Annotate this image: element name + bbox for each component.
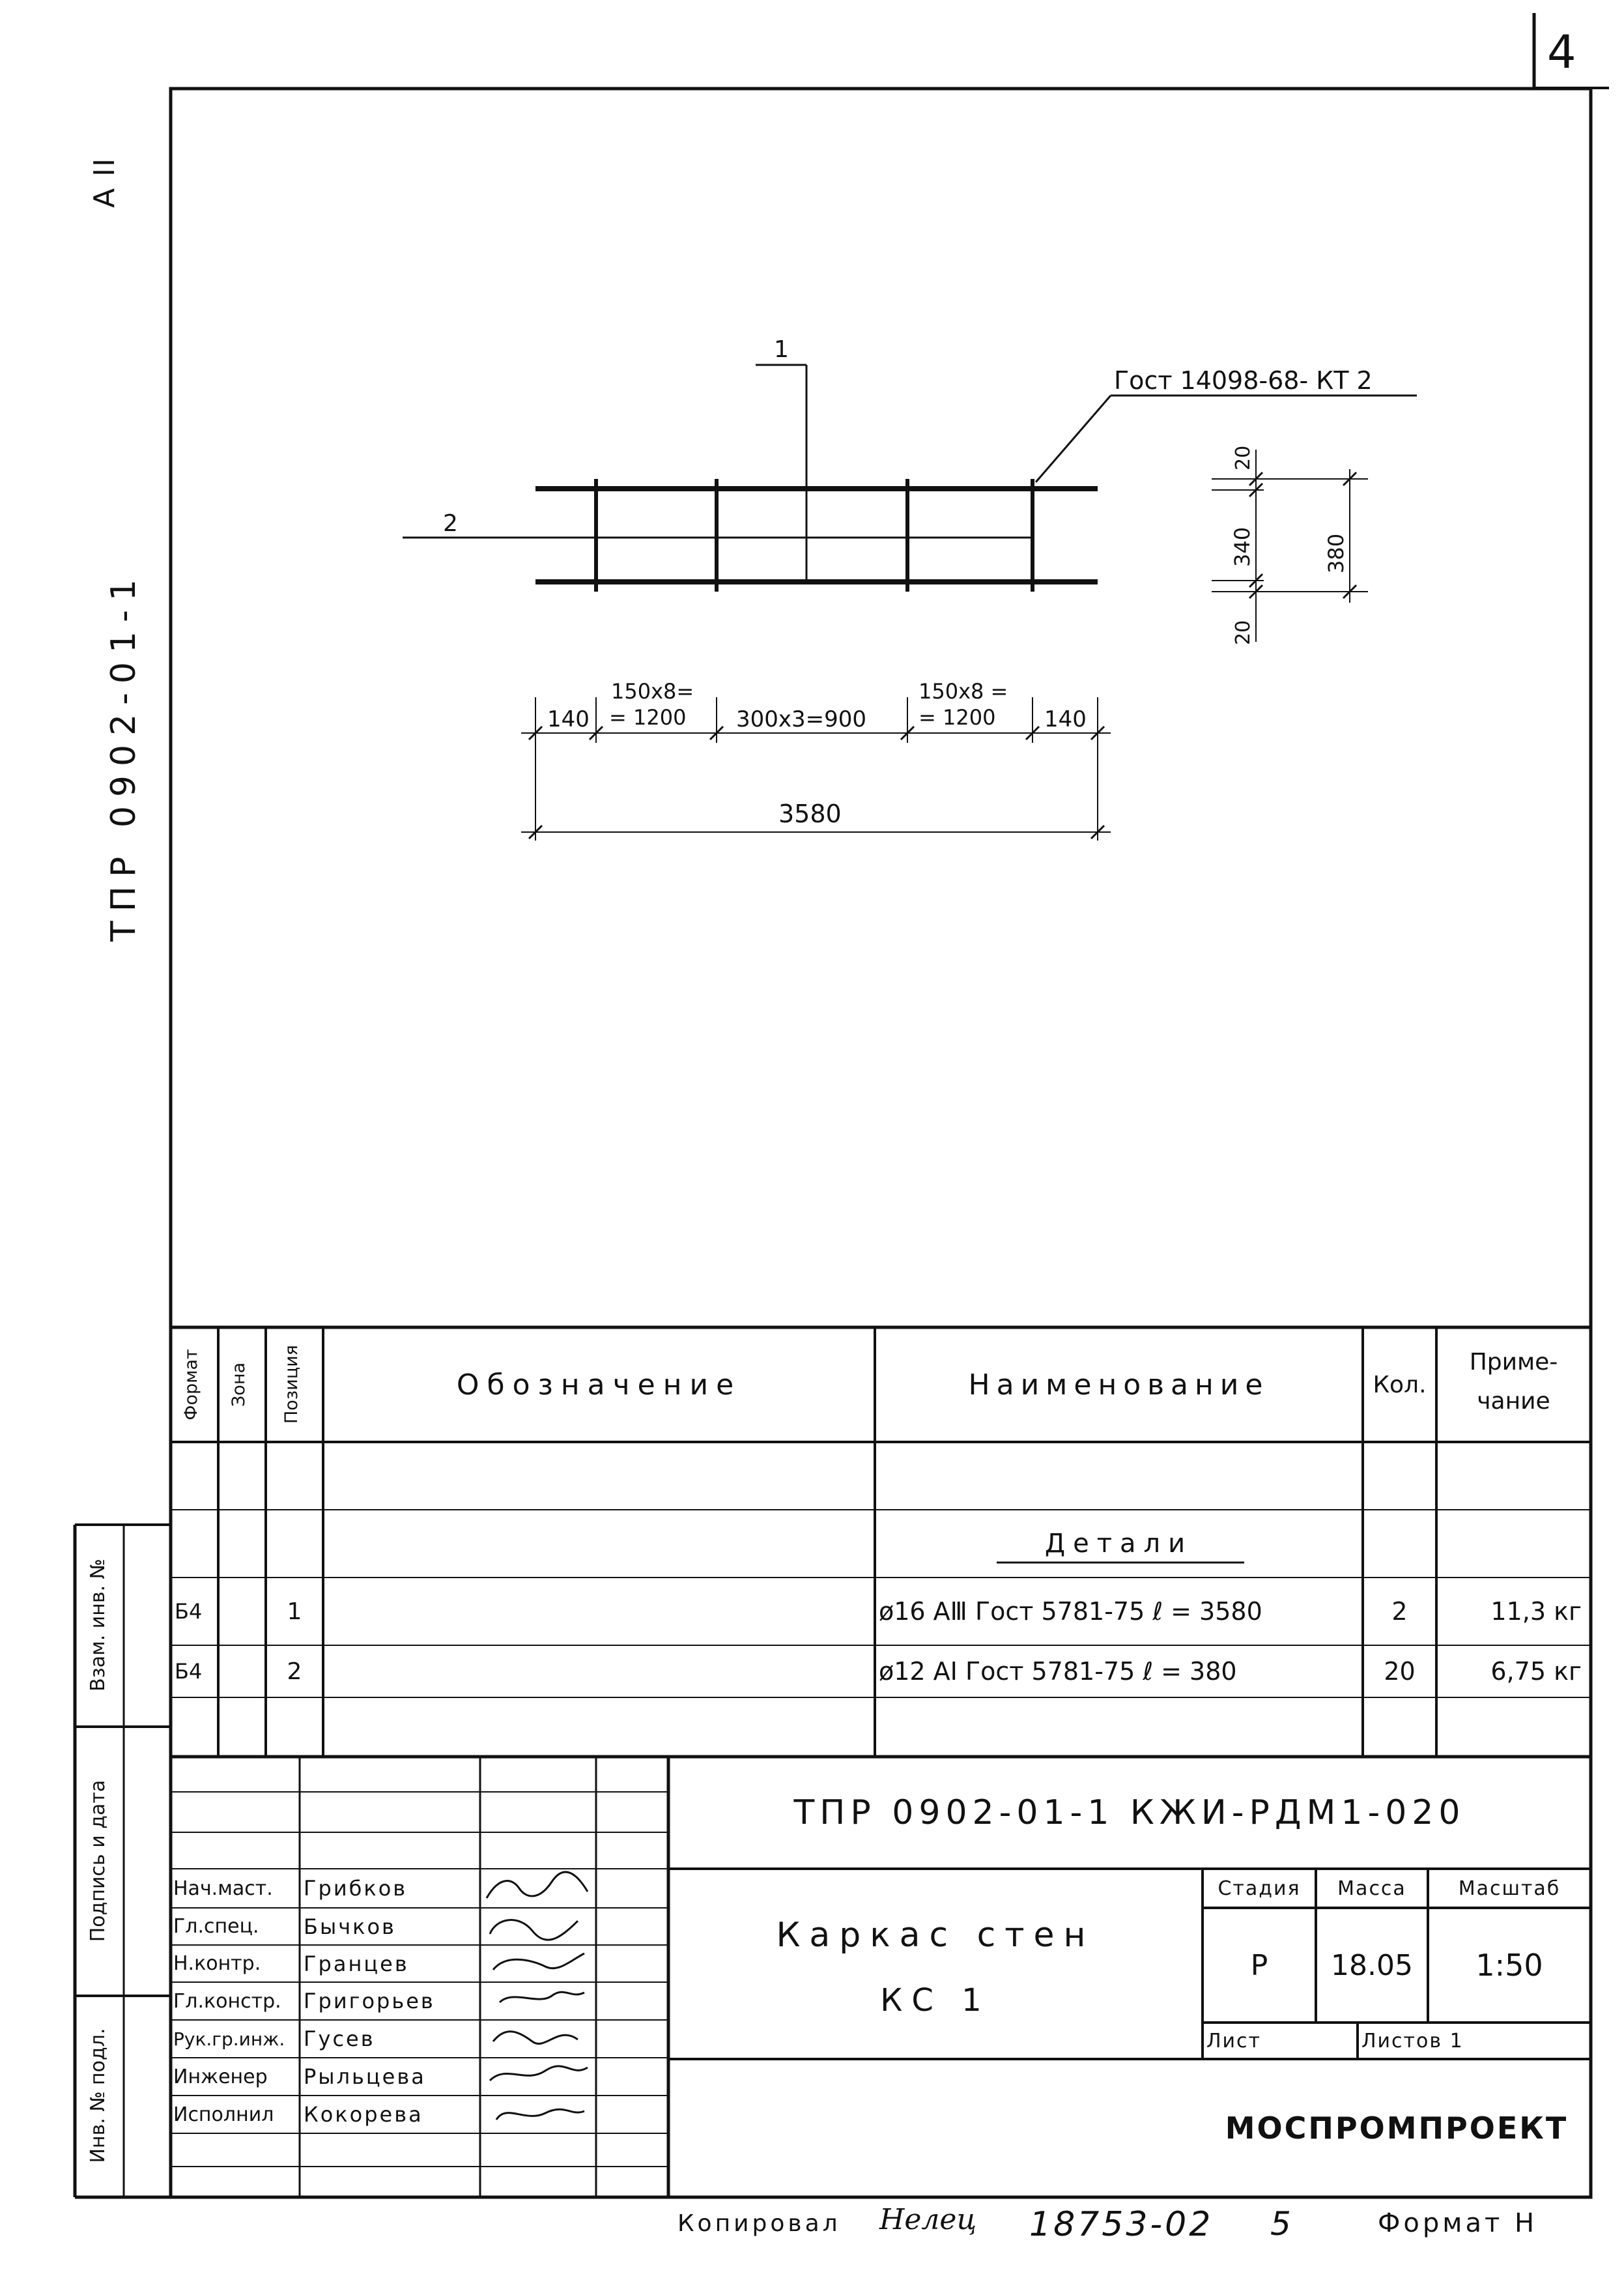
signature: [492, 2030, 578, 2045]
signature: [498, 1991, 585, 2004]
staff-name-4: Григорьев: [304, 1989, 435, 2013]
row-2-note: 6,75 кг: [1490, 1657, 1582, 1686]
footer-copied: Копировал: [677, 2210, 841, 2237]
staff-name-3: Гранцев: [304, 1951, 409, 1976]
leader-label-2: 2: [443, 510, 458, 537]
row-2-name: ø12 АⅠ Гост 5781-75 ℓ = 380: [879, 1657, 1237, 1686]
organization: МОСПРОМПРОЕКТ: [1225, 2111, 1569, 2146]
sheet-label: Лист: [1206, 2029, 1262, 2053]
staff-role-2: Гл.спец.: [173, 1915, 259, 1938]
title-line-1: Каркас стен: [776, 1916, 1095, 1955]
scale-value: 1:50: [1475, 1948, 1543, 1983]
signature: [485, 1871, 589, 1899]
mass-value: 18.05: [1331, 1948, 1413, 1982]
dim-bottom-20: 20: [1232, 620, 1255, 645]
header-position: Позиция: [281, 1345, 302, 1424]
dim-top-20: 20: [1232, 446, 1255, 470]
scale-label: Масштаб: [1458, 1877, 1561, 1900]
staff-name-7: Кокорева: [304, 2102, 423, 2127]
staff-name-6: Рыльцева: [304, 2064, 426, 2089]
signature: [489, 2065, 588, 2082]
row-1-position: 1: [287, 1598, 302, 1625]
footer-format: Формат Н: [1378, 2208, 1538, 2238]
footer-number: 18753-02: [1029, 2205, 1214, 2244]
signature: [495, 2108, 585, 2120]
format-class-label: А II: [88, 156, 121, 209]
row-2-format: Б4: [175, 1659, 203, 1684]
footer-copied-signature: Нелец: [879, 2203, 977, 2236]
row-1-format: Б4: [175, 1599, 203, 1624]
row-1-name: ø16 АⅢ Гост 5781-75 ℓ = 3580: [879, 1597, 1262, 1626]
replaced-inv-label: Взам. инв. №: [87, 1559, 109, 1692]
row-1-qty: 2: [1391, 1597, 1408, 1626]
header-qty: Кол.: [1373, 1371, 1427, 1398]
signatures: [485, 1871, 589, 2120]
staff-role-5: Рук.гр.инж.: [173, 2028, 285, 2050]
sheet-number: 4: [1547, 25, 1576, 79]
row-1-note: 11,3 кг: [1490, 1597, 1582, 1626]
staff-role-7: Исполнил: [173, 2103, 274, 2126]
staff-name-1: Грибков: [304, 1876, 408, 1901]
title-line-2: КС 1: [880, 1982, 991, 2019]
weld-note: Гост 14098-68- КТ 2: [1114, 366, 1373, 395]
staff-role-1: Нач.маст.: [173, 1877, 273, 1900]
signature: [492, 1952, 585, 1970]
mass-label: Масса: [1337, 1877, 1406, 1900]
row-2-position: 2: [287, 1658, 302, 1685]
doc-code: ТПР 0902-01-1 КЖИ-РДМ1-020: [793, 1793, 1466, 1832]
dim-150x8-right-a: 150х8 =: [919, 679, 1008, 704]
staff-role-4: Гл.констр.: [173, 1989, 281, 2013]
header-format: Формат: [181, 1349, 201, 1420]
stage-label: Стадия: [1218, 1877, 1301, 1900]
signature: [489, 1919, 579, 1941]
row-2-qty: 20: [1384, 1657, 1416, 1686]
staff-role-6: Инженер: [173, 2065, 268, 2088]
sign-date-label: Подпись и дата: [87, 1779, 109, 1942]
staff-name-5: Гусев: [304, 2026, 375, 2051]
header-note-a: Приме-: [1469, 1348, 1558, 1376]
dim-140-right: 140: [1044, 706, 1087, 732]
side-code-label: ТПР 0902-01-1: [104, 570, 143, 942]
header-zone: Зона: [229, 1362, 249, 1407]
dim-150x8-right-b: = 1200: [919, 705, 995, 730]
header-note-b: чание: [1477, 1387, 1550, 1415]
dim-340: 340: [1230, 527, 1255, 567]
stage-value: Р: [1250, 1948, 1268, 1982]
dim-300x3: 300х3=900: [736, 706, 866, 732]
staff-name-2: Бычков: [304, 1914, 396, 1939]
staff-role-3: Н.контр.: [173, 1952, 261, 1975]
dim-140-left: 140: [547, 706, 590, 732]
dim-150x8-left-b: = 1200: [609, 705, 686, 730]
dim-total: 3580: [778, 800, 842, 828]
section-title-underline: [997, 1561, 1244, 1564]
inv-orig-label: Инв. № подл.: [87, 2028, 109, 2163]
dim-150x8-left-a: 150х8=: [611, 679, 694, 704]
leader-label-1: 1: [774, 336, 789, 363]
section-title: Детали: [1044, 1529, 1193, 1559]
sheets-label: Листов 1: [1361, 2029, 1464, 2053]
footer-page: 5: [1270, 2205, 1291, 2243]
dim-380: 380: [1324, 534, 1348, 573]
header-name: Наименование: [968, 1368, 1270, 1402]
header-designation: Обозначение: [456, 1368, 742, 1402]
